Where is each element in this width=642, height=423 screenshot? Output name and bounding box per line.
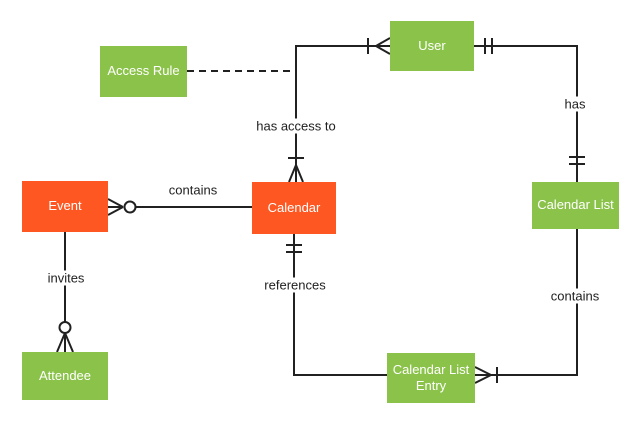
entity-node-event[interactable]: Event — [22, 181, 108, 232]
crowfoot-many-icon — [474, 366, 492, 384]
relationship-label-contains-entries: contains — [548, 288, 602, 304]
relationship-label-contains-events: contains — [166, 182, 220, 198]
entity-label: Calendar List Entry — [392, 361, 470, 393]
relationship-label-references: references — [262, 277, 328, 293]
entity-node-user[interactable]: User — [390, 21, 474, 71]
crowfoot-many-icon — [288, 164, 304, 183]
entity-label: Attendee — [38, 367, 92, 383]
entity-node-access-rule[interactable]: Access Rule — [100, 46, 187, 97]
crowfoot-many-icon — [375, 37, 391, 55]
connector-contains-events — [107, 198, 252, 216]
entity-node-calendar-list[interactable]: Calendar List — [532, 182, 619, 229]
cardinality-zero-ring — [58, 321, 72, 334]
entity-node-attendee[interactable]: Attendee — [22, 352, 108, 400]
connector-has — [474, 38, 585, 182]
entity-node-calendar[interactable]: Calendar — [252, 182, 336, 234]
entity-label: Calendar — [267, 199, 321, 215]
connector-references — [286, 234, 387, 376]
entity-label: Access Rule — [107, 63, 180, 79]
connector-has-access-to — [288, 37, 391, 183]
crowfoot-many-icon — [107, 198, 124, 216]
relationship-label-invites: invites — [45, 270, 87, 286]
entity-label: User — [418, 37, 446, 53]
connector-contains-entries — [474, 229, 578, 384]
entity-label: Event — [48, 198, 82, 214]
relationship-label-has: has — [562, 96, 588, 112]
crowfoot-many-icon — [56, 332, 74, 353]
relationship-label-has-access-to: has access to — [254, 118, 338, 134]
cardinality-zero-ring — [123, 200, 137, 214]
entity-node-calendar-list-entry[interactable]: Calendar List Entry — [387, 353, 475, 403]
connector-invites — [56, 232, 74, 353]
entity-label: Calendar List — [537, 197, 614, 213]
